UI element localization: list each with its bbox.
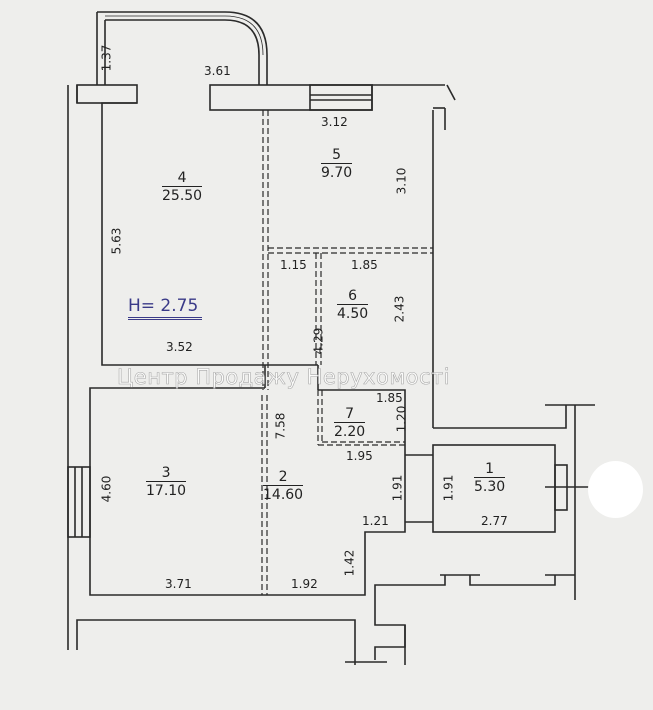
balcony-outline — [97, 11, 268, 85]
dim-r4-width: 3.52 — [166, 340, 193, 354]
dim-hall-len: 4.29 — [311, 327, 326, 355]
dim-balcony-depth: 1.37 — [99, 44, 114, 72]
dim-r1-width: 2.77 — [481, 514, 508, 528]
room-4-walls — [101, 102, 265, 366]
window — [309, 84, 373, 111]
white-circle-marker — [588, 461, 643, 518]
dim-r2-notch: 1.21 — [362, 514, 389, 528]
dim-r1-left: 1.91 — [441, 474, 456, 502]
dim-r5-width: 3.12 — [321, 115, 348, 129]
dim-r2-step: 1.42 — [342, 549, 357, 577]
room-3-walls — [89, 387, 406, 596]
dim-r7-width: 1.85 — [376, 391, 403, 405]
ceiling-height-note: H= 2.75 — [128, 296, 203, 320]
dim-r3-width: 3.71 — [165, 577, 192, 591]
dim-r7-depth: 1.20 — [394, 405, 409, 433]
dim-balcony-width: 3.61 — [204, 64, 231, 78]
dim-r3-depth: 4.60 — [99, 475, 114, 503]
dim-r4-depth: 5.63 — [109, 227, 124, 255]
watermark: Центр Продажу Нерухомості — [117, 365, 451, 389]
dim-r6-depth: 2.43 — [392, 295, 407, 323]
dim-r2-bottom: 1.92 — [291, 577, 318, 591]
dim-r6-b: 1.85 — [351, 258, 378, 272]
dim-r5-depth: 3.10 — [394, 167, 409, 195]
dim-r7-bottom: 1.95 — [346, 449, 373, 463]
dim-r2-length: 7.58 — [273, 412, 288, 440]
dim-r6-a: 1.15 — [280, 258, 307, 272]
dim-r2-right: 1.91 — [390, 474, 405, 502]
